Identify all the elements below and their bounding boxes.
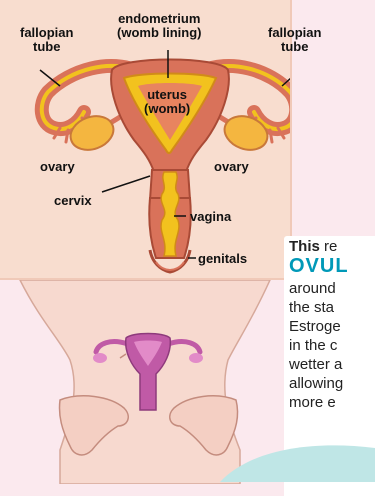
label-endometrium-line1: endometrium bbox=[117, 12, 201, 26]
info-line-1: around bbox=[289, 280, 336, 297]
info-line-4: in the c bbox=[289, 337, 337, 354]
label-fallopian-left-line1: fallopian bbox=[20, 26, 73, 40]
info-re: re bbox=[320, 238, 338, 255]
label-endometrium-line2: (womb lining) bbox=[117, 26, 201, 40]
label-endometrium: endometrium (womb lining) bbox=[117, 12, 201, 40]
label-genitals: genitals bbox=[198, 252, 247, 266]
label-uterus-line1: uterus bbox=[144, 88, 190, 102]
label-ovary-right: ovary bbox=[214, 160, 249, 174]
info-ovulation: OVUL bbox=[289, 256, 349, 276]
label-cervix: cervix bbox=[54, 194, 92, 208]
info-line-2: the sta bbox=[289, 299, 334, 316]
label-fallopian-right-line2: tube bbox=[268, 40, 321, 54]
label-fallopian-tube-left: fallopian tube bbox=[20, 26, 73, 54]
label-uterus: uterus (womb) bbox=[144, 88, 190, 116]
info-heading: This re bbox=[289, 238, 337, 255]
label-uterus-line2: (womb) bbox=[144, 102, 190, 116]
teal-swoosh-decoration bbox=[220, 420, 375, 482]
label-vagina: vagina bbox=[190, 210, 231, 224]
label-fallopian-tube-right: fallopian tube bbox=[268, 26, 321, 54]
info-line-5: wetter a bbox=[289, 356, 342, 373]
label-fallopian-right-line1: fallopian bbox=[268, 26, 321, 40]
info-line-6: allowing bbox=[289, 375, 343, 392]
info-line-7: more e bbox=[289, 394, 336, 411]
label-fallopian-left-line2: tube bbox=[20, 40, 73, 54]
label-ovary-left: ovary bbox=[40, 160, 75, 174]
info-line-3: Estroge bbox=[289, 318, 341, 335]
info-this: This bbox=[289, 238, 320, 255]
diagram-stage: fallopian tube endometrium (womb lining)… bbox=[0, 0, 375, 482]
